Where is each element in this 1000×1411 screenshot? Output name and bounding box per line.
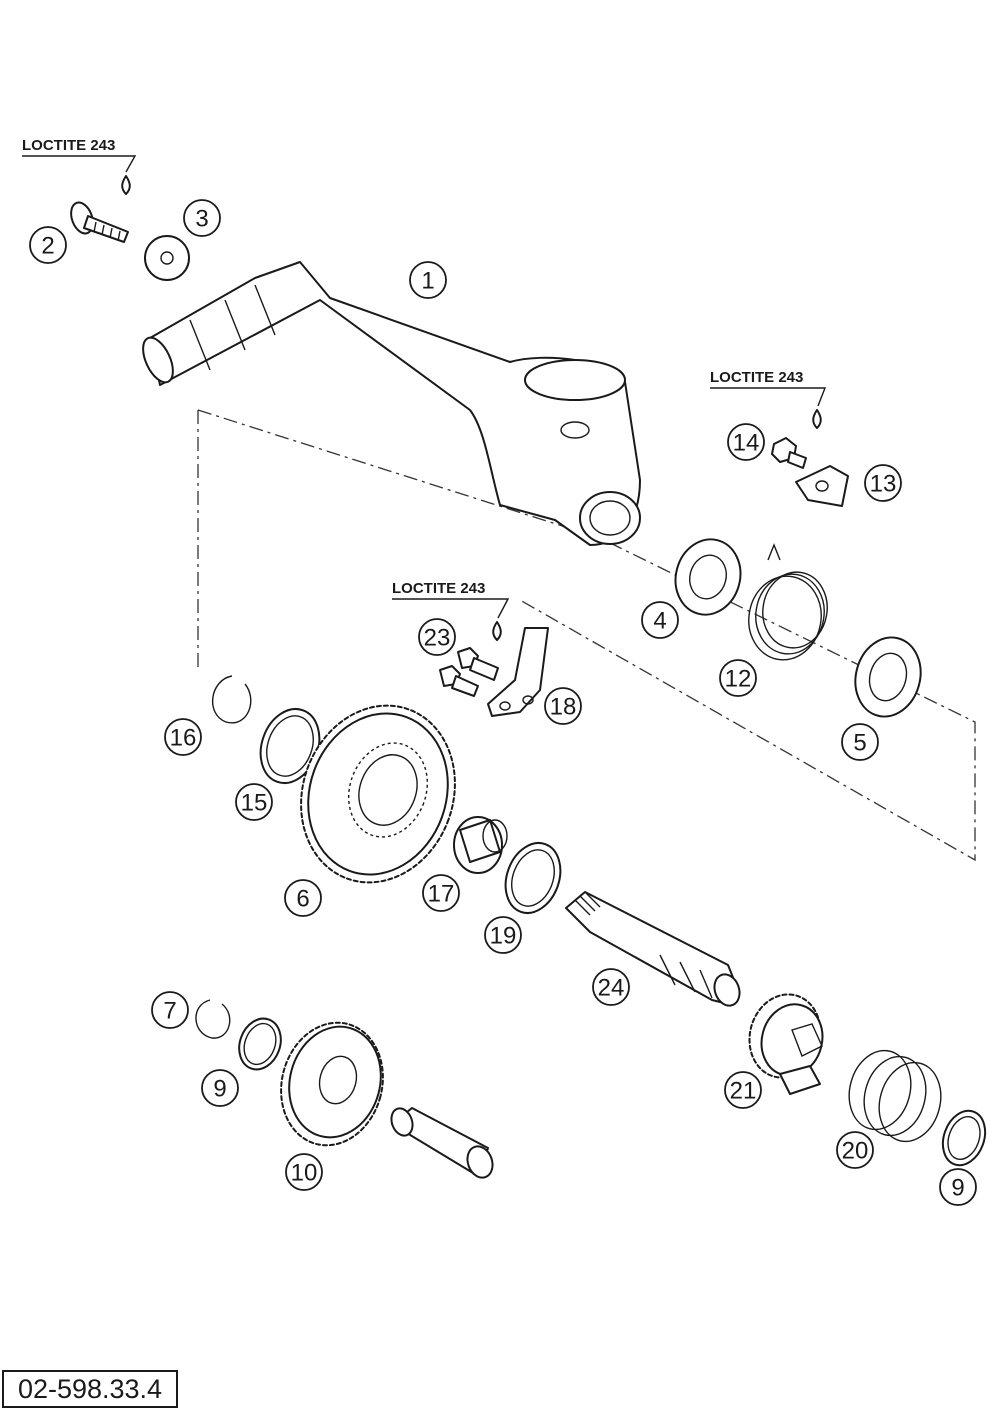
washer-3 bbox=[144, 235, 190, 281]
callout-7: 7 bbox=[151, 991, 189, 1029]
svg-text:14: 14 bbox=[733, 430, 760, 457]
loctite-label: LOCTITE 243 bbox=[392, 580, 510, 619]
callout-9-right: 9 bbox=[939, 1168, 977, 1206]
svg-text:19: 19 bbox=[490, 923, 517, 950]
svg-text:LOCTITE 243: LOCTITE 243 bbox=[22, 137, 115, 154]
callout-23: 23 bbox=[418, 618, 456, 656]
svg-text:16: 16 bbox=[170, 725, 197, 752]
ratchet-gear-21 bbox=[748, 993, 824, 1095]
loctite-label: LOCTITE 243 bbox=[22, 137, 137, 173]
svg-text:10: 10 bbox=[291, 1160, 318, 1187]
svg-text:18: 18 bbox=[550, 694, 577, 721]
loctite-drop-icon bbox=[812, 409, 822, 429]
washer-9-right bbox=[941, 1109, 987, 1167]
callout-1: 1 bbox=[409, 261, 447, 299]
callout-17: 17 bbox=[422, 874, 460, 912]
loctite-drop-icon bbox=[121, 175, 131, 195]
callout-12: 12 bbox=[719, 659, 757, 697]
drawing-reference-code: 02-598.33.4 bbox=[2, 1370, 178, 1408]
loctite-label: LOCTITE 243 bbox=[710, 369, 827, 407]
callout-21: 21 bbox=[724, 1071, 762, 1109]
kick-spring-12 bbox=[748, 543, 828, 661]
callout-24: 24 bbox=[592, 968, 630, 1006]
svg-text:7: 7 bbox=[163, 998, 176, 1025]
svg-text:9: 9 bbox=[951, 1175, 964, 1202]
washer-9-left bbox=[238, 1017, 282, 1071]
circlip-7 bbox=[195, 999, 231, 1039]
ratchet-guide-18 bbox=[487, 627, 549, 717]
svg-text:4: 4 bbox=[653, 608, 666, 635]
callout-10: 10 bbox=[285, 1153, 323, 1191]
callout-13: 13 bbox=[864, 464, 902, 502]
callout-16: 16 bbox=[164, 718, 202, 756]
washer-5 bbox=[854, 636, 922, 718]
callout-2: 2 bbox=[29, 226, 67, 264]
washer-19 bbox=[504, 842, 562, 914]
countersunk-screw bbox=[70, 201, 129, 243]
svg-text:1: 1 bbox=[421, 268, 434, 295]
circlip-16 bbox=[211, 675, 252, 724]
ratchet-spring-20 bbox=[848, 1049, 942, 1143]
svg-text:17: 17 bbox=[428, 881, 455, 908]
callout-3: 3 bbox=[183, 199, 221, 237]
kick-gear-6 bbox=[300, 704, 456, 884]
svg-text:5: 5 bbox=[853, 730, 866, 757]
pin-shaft bbox=[390, 1107, 494, 1179]
kick-shaft-24 bbox=[565, 891, 741, 1007]
cable-bracket-13 bbox=[795, 465, 849, 507]
svg-text:12: 12 bbox=[725, 666, 752, 693]
svg-text:24: 24 bbox=[598, 975, 625, 1002]
svg-text:13: 13 bbox=[870, 471, 897, 498]
svg-text:9: 9 bbox=[213, 1076, 226, 1103]
svg-text:23: 23 bbox=[424, 625, 451, 652]
svg-text:6: 6 bbox=[296, 886, 309, 913]
assembly-guide-lines bbox=[197, 409, 976, 862]
callout-18: 18 bbox=[544, 687, 582, 725]
svg-text:3: 3 bbox=[195, 206, 208, 233]
callout-4: 4 bbox=[641, 601, 679, 639]
callout-19: 19 bbox=[484, 916, 522, 954]
callout-15: 15 bbox=[235, 783, 273, 821]
hex-bolts-23 bbox=[439, 647, 499, 697]
svg-text:20: 20 bbox=[842, 1138, 869, 1165]
kick-starter-lever bbox=[142, 261, 641, 546]
callout-20: 20 bbox=[836, 1131, 874, 1169]
svg-text:15: 15 bbox=[241, 790, 268, 817]
callout-9-left: 9 bbox=[201, 1069, 239, 1107]
svg-text:21: 21 bbox=[730, 1078, 757, 1105]
svg-text:LOCTITE 243: LOCTITE 243 bbox=[710, 369, 803, 386]
needle-bearing-17 bbox=[453, 816, 508, 874]
svg-text:LOCTITE 243: LOCTITE 243 bbox=[392, 580, 485, 597]
callout-14: 14 bbox=[727, 423, 765, 461]
svg-text:2: 2 bbox=[41, 233, 54, 260]
loctite-drop-icon bbox=[492, 621, 502, 641]
callout-6: 6 bbox=[284, 879, 322, 917]
callout-5: 5 bbox=[841, 723, 879, 761]
washer-4 bbox=[674, 538, 742, 616]
idler-gear-10 bbox=[280, 1021, 384, 1147]
hex-bolt-14 bbox=[771, 437, 807, 469]
